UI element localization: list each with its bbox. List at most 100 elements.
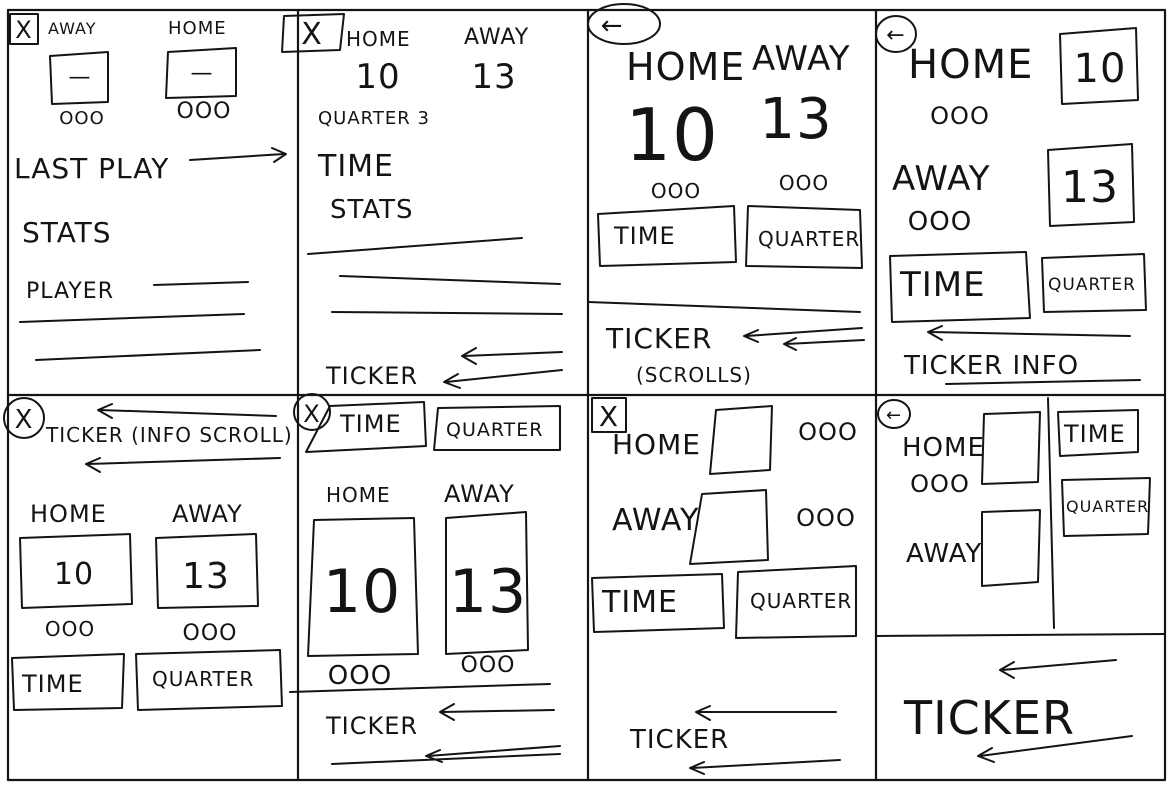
ticker-arrow (999, 659, 1117, 679)
home-label: HOME (30, 500, 107, 528)
ticker-label: TICKER (325, 712, 418, 740)
home-label: HOME (326, 483, 391, 507)
player-line (153, 281, 249, 286)
quarter-box[interactable]: QUARTER (135, 649, 283, 711)
away-timeouts: OOO (908, 207, 972, 237)
panel-5: X TICKER (INFO SCROLL) HOME AWAY 10 13 O… (3, 397, 292, 711)
ticker-label: TICKER (903, 691, 1075, 745)
away-score-box (445, 511, 529, 655)
ticker-divider (289, 683, 551, 693)
panel-2-close-marker[interactable]: X (281, 13, 345, 53)
stat-line (339, 275, 561, 285)
panel-7-close-marker[interactable]: X (591, 397, 627, 433)
ticker-line (945, 379, 1141, 385)
ticker-divider (875, 633, 1166, 637)
time-box[interactable]: TIME (889, 251, 1031, 323)
quarter-box[interactable]: QUARTER (735, 565, 857, 639)
home-label: HOME (902, 433, 985, 463)
marker-text: X (15, 16, 32, 44)
marker-text: X (15, 405, 34, 435)
home-label: HOME (908, 42, 1033, 88)
stats-label: STATS (22, 216, 112, 249)
panel-6-close-marker[interactable]: X (293, 393, 331, 431)
away-timeouts: OOO (779, 171, 829, 195)
quarter-box[interactable]: QUARTER (1041, 253, 1147, 313)
stat-line (19, 313, 245, 323)
time-box[interactable]: TIME (597, 205, 737, 267)
ticker-label: TICKER (629, 725, 729, 755)
marker-text: ← (601, 11, 624, 41)
ticker-arrow (977, 735, 1133, 763)
quarter-label: QUARTER (1066, 497, 1149, 516)
home-label: HOME (168, 18, 227, 39)
marker-text: ← (886, 23, 905, 48)
home-timeouts: OOO (177, 99, 232, 124)
panel-4-back-marker[interactable]: ← (875, 15, 917, 53)
home-score-box (19, 533, 133, 609)
quarter-label: QUARTER (152, 667, 254, 691)
time-box[interactable]: TIME (11, 653, 125, 711)
quarter-label: QUARTER (446, 419, 544, 441)
time-label: TIME (317, 149, 394, 184)
panel-1-close-marker[interactable]: X (9, 13, 39, 45)
home-score-box (709, 405, 773, 475)
side-divider (1047, 397, 1055, 629)
away-label: AWAY (48, 19, 97, 38)
panel-8-back-marker[interactable]: ← (877, 399, 911, 429)
away-score: 13 (1061, 162, 1119, 213)
ticker-arrow (743, 327, 863, 343)
time-label: TIME (601, 585, 678, 620)
panel-7: X HOME OOO AWAY OOO TIME QUARTER TICKER (591, 397, 858, 775)
home-label: HOME (626, 45, 745, 89)
away-timeouts: OOO (59, 108, 105, 129)
away-score-box (1047, 143, 1135, 227)
time-box[interactable]: TIME (1057, 409, 1139, 457)
ticker-label: TICKER (605, 322, 712, 355)
home-timeouts: OOO (910, 470, 970, 498)
away-label: AWAY (906, 539, 982, 569)
time-box[interactable]: TIME (305, 401, 427, 453)
last-play-arrow (189, 147, 287, 163)
time-label: TIME (21, 670, 84, 698)
panel-5-close-marker[interactable]: X (3, 397, 45, 439)
home-score: 10 (355, 57, 400, 97)
quarter-box[interactable]: QUARTER (745, 205, 863, 269)
stat-line (35, 349, 261, 361)
quarter-box[interactable]: QUARTER (1061, 477, 1151, 537)
away-score: 13 (449, 557, 527, 627)
panel-1: X AWAY HOME — — OOO OOO LAST PLAY STATS … (9, 13, 287, 361)
stats-label: STATS (330, 195, 414, 225)
away-timeouts: OOO (183, 621, 238, 646)
quarter-label: QUARTER (1048, 275, 1136, 295)
home-timeouts: OOO (328, 661, 392, 691)
panel-6: X TIME QUARTER HOME AWAY 10 13 OOO OOO T… (289, 393, 561, 765)
away-label: AWAY (464, 25, 529, 50)
away-label: AWAY (172, 500, 243, 528)
last-play-label: LAST PLAY (14, 152, 169, 185)
ticker-arrow (461, 347, 563, 365)
marker-text: X (599, 400, 619, 433)
away-label: AWAY (612, 503, 699, 538)
home-timeouts: OOO (798, 418, 858, 446)
time-label: TIME (1063, 420, 1126, 448)
home-score-box (981, 411, 1041, 485)
time-box[interactable]: TIME (591, 573, 725, 633)
ticker-arrow (443, 369, 563, 389)
away-timeouts: OOO (461, 653, 516, 678)
ticker-arrow (85, 457, 281, 473)
away-score: 13 (471, 57, 516, 97)
home-score-box (307, 517, 419, 657)
panel-2: X HOME AWAY 10 13 QUARTER 3 TIME STATS T… (281, 13, 563, 390)
away-score-box (49, 51, 109, 105)
quarter-box[interactable]: QUARTER (433, 405, 561, 451)
away-label: AWAY (752, 39, 851, 79)
home-score: 10 (1074, 46, 1127, 92)
home-timeouts: OOO (651, 179, 701, 203)
stat-line (331, 311, 563, 315)
home-timeouts: OOO (45, 617, 95, 641)
panel-3-back-marker[interactable]: ← (587, 3, 661, 45)
ticker-arrow (783, 337, 865, 351)
away-score-box (155, 533, 259, 609)
quarter-label: QUARTER (758, 227, 860, 251)
quarter-label: QUARTER 3 (318, 108, 430, 129)
